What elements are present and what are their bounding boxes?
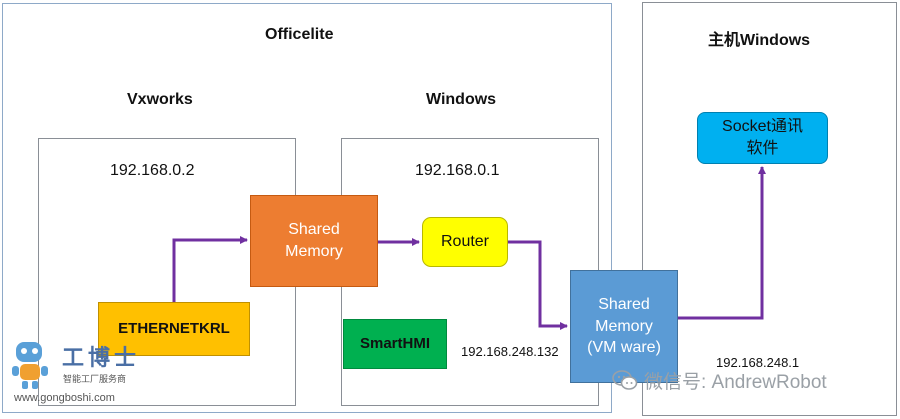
shared-memory-line2: Memory [285, 243, 343, 260]
vxworks-ip: 192.168.0.2 [110, 162, 195, 179]
vm-memory-line2: Memory [595, 317, 653, 335]
gongboshi-tagline: 智能工厂服务商 [63, 374, 127, 384]
shared-memory-box: Shared Memory [250, 195, 378, 287]
socket-line2: 软件 [746, 140, 779, 157]
gongboshi-watermark: 工博士 智能工厂服务商 www.gongboshi.com [6, 334, 146, 414]
officelite-frame [2, 3, 612, 413]
robot-mascot-icon [12, 342, 48, 389]
host-windows-frame [642, 2, 897, 416]
wechat-id-text: 微信号: AndrewRobot [644, 371, 827, 393]
windows-ip: 192.168.0.1 [415, 162, 500, 179]
windows-title: Windows [426, 91, 497, 108]
ethernetkrl-label: ETHERNETKRL [118, 319, 230, 337]
wechat-watermark: 微信号: AndrewRobot [612, 366, 827, 394]
socket-line1: Socket通讯 [722, 118, 803, 136]
shared-memory-line1: Shared [288, 221, 340, 239]
smarthmi-box: SmartHMI [343, 319, 447, 369]
wechat-icon [612, 370, 638, 390]
gongboshi-logo-text: 工博士 [62, 345, 141, 370]
smarthmi-label: SmartHMI [359, 334, 430, 352]
ethernetkrl-box: ETHERNETKRL [98, 302, 250, 356]
host-windows-title: 主机Windows [708, 32, 811, 49]
gongboshi-url: www.gongboshi.com [14, 392, 115, 404]
host-ip: 192.168.248.1 [716, 355, 800, 370]
socket-software-box: Socket通讯 软件 [697, 112, 828, 164]
vxworks-title: Vxworks [127, 91, 193, 108]
router-box: Router [422, 217, 508, 267]
router-label: Router [440, 233, 490, 251]
officelite-title: Officelite [265, 26, 334, 43]
vm-memory-line3: (VM ware) [587, 339, 661, 357]
vm-memory-line1: Shared [598, 296, 650, 314]
vm-ip: 192.168.248.132 [461, 344, 559, 359]
